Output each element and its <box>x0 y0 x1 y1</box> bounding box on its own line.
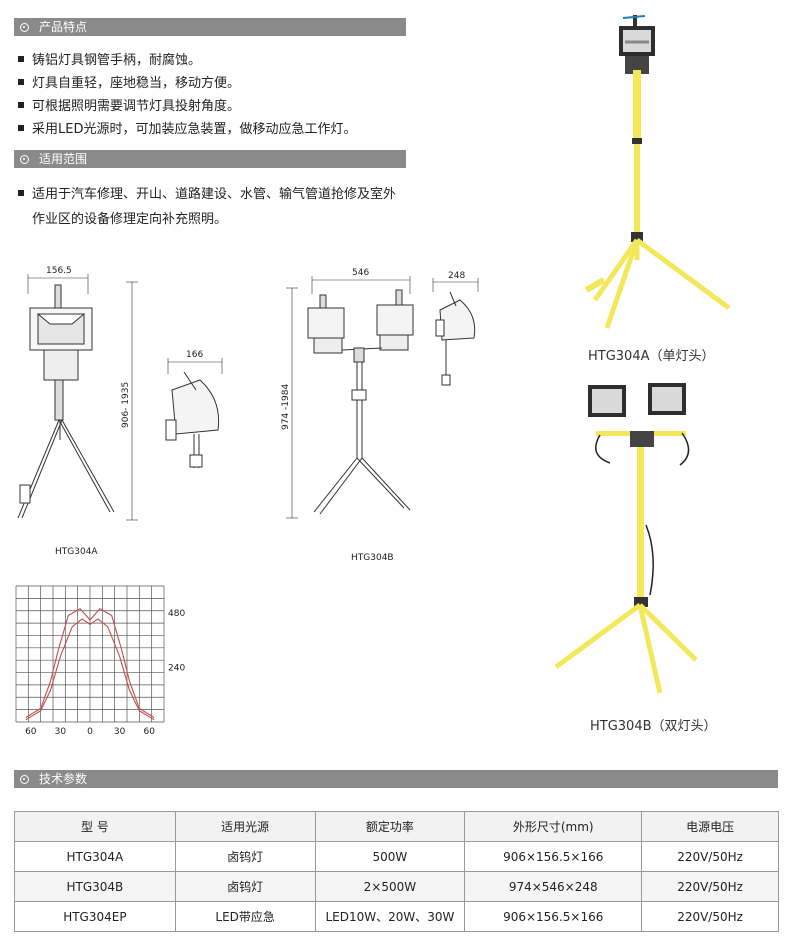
x-tick-label: 0 <box>87 727 93 737</box>
series-line <box>25 607 155 718</box>
chart-grid <box>15 585 165 723</box>
scope-title: 适用范围 <box>39 152 88 166</box>
photo-b-caption: HTG304B（双灯头） <box>590 719 717 734</box>
technical-drawings: 156.5 906- 1935 166 546 974 -1984 248 <box>17 266 414 521</box>
section-bullet-icon <box>20 22 29 32</box>
y-tick-label: 480 <box>168 609 185 619</box>
feature-item: 灯具自重轻，座地稳当，移动方便。 <box>18 72 240 91</box>
cell-size: 906×156.5×166 <box>464 901 643 932</box>
cell-voltage: 220V/50Hz <box>641 901 779 932</box>
square-bullet-icon <box>18 55 24 62</box>
col-header: 适用光源 <box>174 811 316 842</box>
table-row: HTG304A 卤钨灯 500W 906×156.5×166 220V/50Hz <box>14 841 779 872</box>
dim-b-height: 974 -1984 <box>281 384 291 430</box>
col-header: 额定功率 <box>314 811 466 842</box>
photo-htg304a <box>585 15 731 329</box>
cell-model: HTG304EP <box>14 901 176 932</box>
table-row: HTG304B 卤钨灯 2×500W 974×546×248 220V/50Hz <box>14 871 779 902</box>
dim-a-height: 906- 1935 <box>121 382 131 428</box>
scope-section-bar: 适用范围 <box>14 150 406 168</box>
chart-curves <box>25 607 155 721</box>
x-tick-label: 60 <box>25 727 37 737</box>
features-title: 产品特点 <box>39 20 88 34</box>
dim-b-width: 546 <box>352 268 369 278</box>
feature-item: 铸铝灯具钢管手柄，耐腐蚀。 <box>18 49 201 68</box>
features-section-bar: 产品特点 <box>14 18 406 36</box>
cell-size: 974×546×248 <box>464 871 643 902</box>
square-bullet-icon <box>18 189 24 196</box>
svg-text:248: 248 <box>448 271 465 281</box>
section-bullet-icon <box>20 774 29 784</box>
cell-voltage: 220V/50Hz <box>641 841 779 872</box>
cell-model: HTG304B <box>14 871 176 902</box>
square-bullet-icon <box>18 124 24 131</box>
square-bullet-icon <box>18 101 24 108</box>
cell-source: LED带应急 <box>174 901 316 932</box>
feature-item: 采用LED光源时，可加装应急装置，做移动应急工作灯。 <box>18 118 356 137</box>
col-header: 电源电压 <box>641 811 779 842</box>
table-row: HTG304EP LED带应急 LED10W、20W、30W 906×156.5… <box>14 901 779 932</box>
cell-size: 906×156.5×166 <box>464 841 643 872</box>
light-distribution-chart: 60 30 0 30 60 480 240 <box>15 585 185 737</box>
side-view-b: 248 <box>432 271 479 386</box>
dim-a-side-width: 166 <box>186 350 203 360</box>
specs-title: 技术参数 <box>39 772 88 786</box>
feature-item: 可根据照明需要调节灯具投射角度。 <box>18 95 240 114</box>
x-tick-label: 30 <box>55 727 67 737</box>
cell-source: 卤钨灯 <box>174 841 316 872</box>
x-tick-label: 30 <box>114 727 126 737</box>
x-tick-label: 60 <box>143 727 155 737</box>
cell-power: 2×500W <box>314 871 466 902</box>
cell-power: 500W <box>314 841 466 872</box>
photo-a-caption: HTG304A（单灯头） <box>588 349 715 364</box>
specs-table: 型 号 适用光源 额定功率 外形尺寸(mm) 电源电压 HTG304A 卤钨灯 … <box>14 811 779 932</box>
square-bullet-icon <box>18 78 24 85</box>
scope-text: 适用于汽车修理、开山、道路建设、水管、输气管道抢修及室外 作业区的设备修理定向补… <box>18 182 418 232</box>
specs-section-bar: 技术参数 <box>14 770 778 788</box>
drawing-b-caption: HTG304B <box>351 553 394 563</box>
y-tick-label: 240 <box>168 664 185 674</box>
series-line <box>25 618 155 721</box>
col-header: 型 号 <box>14 811 176 842</box>
cell-source: 卤钨灯 <box>174 871 316 902</box>
photo-htg304b <box>554 383 698 694</box>
table-header-row: 型 号 适用光源 额定功率 外形尺寸(mm) 电源电压 <box>14 811 779 842</box>
chart-ticks: 60 30 0 30 60 480 240 <box>25 609 185 737</box>
cell-model: HTG304A <box>14 841 176 872</box>
cell-power: LED10W、20W、30W <box>314 901 466 932</box>
drawing-a-caption: HTG304A <box>55 547 98 557</box>
col-header: 外形尺寸(mm) <box>464 811 643 842</box>
section-bullet-icon <box>20 154 29 164</box>
cell-voltage: 220V/50Hz <box>641 871 779 902</box>
dim-a-width: 156.5 <box>46 266 72 276</box>
